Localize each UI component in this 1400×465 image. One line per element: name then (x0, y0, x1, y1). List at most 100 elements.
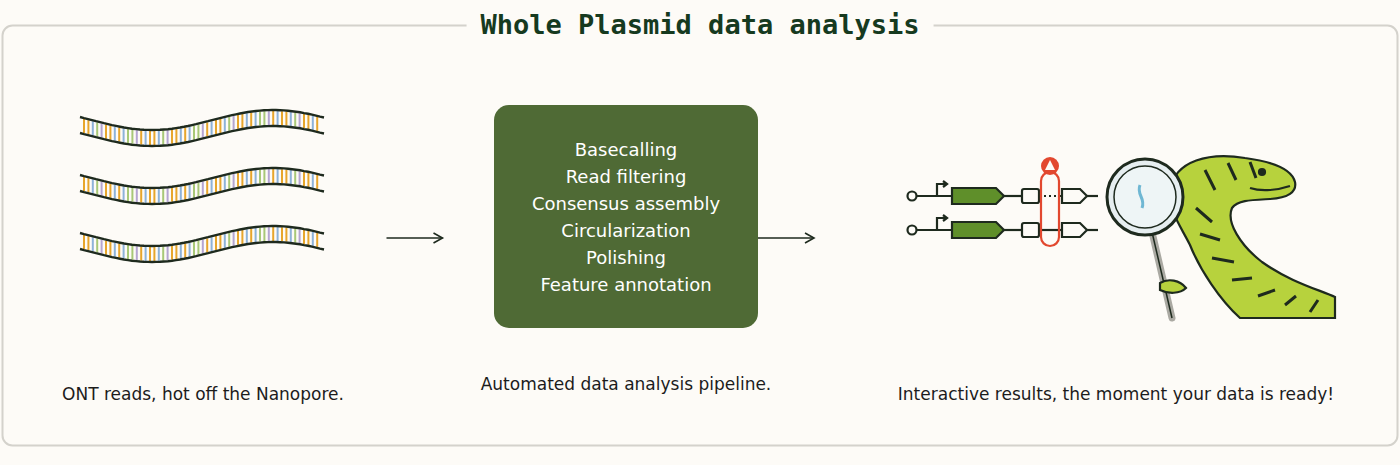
base-pair (140, 131, 142, 145)
dinosaur (1107, 156, 1335, 318)
base-pair (162, 247, 164, 261)
base-pair (158, 131, 160, 145)
dna-backbone (80, 242, 324, 262)
base-pair (303, 230, 305, 244)
base-pair (281, 169, 283, 183)
base-pair (202, 124, 204, 138)
base-pair (96, 122, 98, 136)
base-pair (294, 229, 296, 243)
base-pair (241, 172, 243, 186)
base-pair (255, 170, 257, 184)
base-pair (312, 232, 314, 246)
mutation-highlight (1041, 172, 1059, 246)
base-pair (109, 242, 111, 256)
base-pair (136, 130, 138, 144)
base-pair (189, 185, 191, 199)
base-pair (312, 174, 314, 188)
base-pair (175, 129, 177, 143)
base-pair (83, 235, 85, 249)
base-pair (149, 189, 151, 203)
base-pair (263, 227, 265, 241)
base-pair (83, 119, 85, 133)
base-pair (206, 122, 208, 136)
base-pair (250, 113, 252, 127)
base-pair (136, 188, 138, 202)
dna-backbone (80, 184, 324, 204)
base-pair (307, 173, 309, 187)
base-pair (167, 188, 169, 202)
base-pair (123, 244, 125, 258)
base-pair (180, 244, 182, 258)
warning-badge (1041, 157, 1059, 175)
base-pair (316, 175, 318, 189)
base-pair (153, 189, 155, 203)
base-pair (167, 130, 169, 144)
base-pair (259, 170, 261, 184)
base-pair (219, 235, 221, 249)
base-pair (167, 246, 169, 260)
base-pair (211, 237, 213, 251)
base-pair (92, 121, 94, 135)
plasmid-map (908, 181, 1099, 238)
base-pair (140, 189, 142, 203)
base-pair (281, 111, 283, 125)
base-pair (180, 186, 182, 200)
pipeline-step: Polishing (586, 244, 666, 271)
base-pair (189, 243, 191, 257)
warning-icon (1045, 160, 1055, 170)
base-pair (215, 120, 217, 134)
base-pair (211, 179, 213, 193)
base-pair (162, 189, 164, 203)
base-pair (175, 245, 177, 259)
base-pair (219, 119, 221, 133)
process-box: BasecallingRead filteringConsensus assem… (494, 105, 758, 328)
base-pair (123, 186, 125, 200)
base-pair (197, 125, 199, 139)
base-pair (268, 227, 270, 241)
base-pair (228, 117, 230, 131)
base-pair (109, 184, 111, 198)
base-pair (228, 233, 230, 247)
base-pair (145, 189, 147, 203)
base-pair (114, 127, 116, 141)
base-pair (316, 233, 318, 247)
dna-backbone (80, 126, 324, 146)
base-pair (197, 241, 199, 255)
base-pair (136, 246, 138, 260)
base-pair (294, 171, 296, 185)
base-pair (149, 247, 151, 261)
base-pair (233, 174, 235, 188)
base-pair (131, 188, 133, 202)
base-pair (263, 169, 265, 183)
base-pair (281, 227, 283, 241)
pipeline-step: Circularization (561, 217, 690, 244)
base-pair (316, 117, 318, 131)
pipeline-step: Read filtering (566, 163, 687, 190)
base-pair (158, 247, 160, 261)
base-pair (131, 130, 133, 144)
base-pair (87, 236, 89, 250)
base-pair (193, 242, 195, 256)
base-pair (149, 131, 151, 145)
base-pair (255, 112, 257, 126)
base-pair (101, 240, 103, 254)
base-pair (101, 124, 103, 138)
base-pair (250, 171, 252, 185)
base-pair (127, 129, 129, 143)
base-pair (307, 231, 309, 245)
base-pair (290, 170, 292, 184)
base-pair (197, 183, 199, 197)
base-pair (171, 188, 173, 202)
base-pair (193, 184, 195, 198)
base-pair (131, 246, 133, 260)
base-pair (299, 229, 301, 243)
base-pair (268, 169, 270, 183)
base-pair (105, 241, 107, 255)
base-pair (145, 131, 147, 145)
base-pair (219, 177, 221, 191)
base-pair (250, 229, 252, 243)
base-pair (233, 232, 235, 246)
base-pair (171, 246, 173, 260)
base-pair (114, 185, 116, 199)
base-pair (285, 112, 287, 126)
